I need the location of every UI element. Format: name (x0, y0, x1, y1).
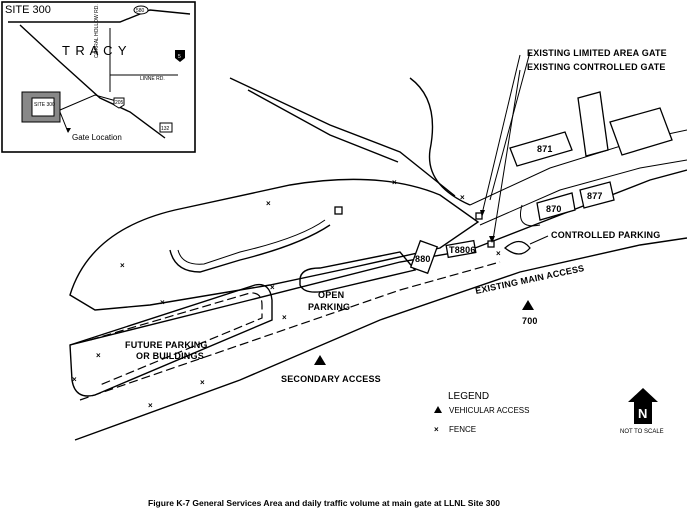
svg-text:870: 870 (546, 204, 562, 214)
svg-text:5: 5 (178, 54, 181, 60)
limited-gate-label: EXISTING LIMITED AREA GATE (527, 48, 667, 58)
controlled-gate-label: EXISTING CONTROLLED GATE (527, 62, 666, 72)
svg-text:SITE 300: SITE 300 (34, 102, 55, 108)
limited-area-gate-marker (475, 212, 483, 220)
linne-road-label: LINNE RD. (140, 76, 165, 82)
secondary-access-triangle (314, 355, 326, 365)
shield-580: 580 (133, 5, 149, 15)
site-300-block: SITE 300 (21, 91, 61, 123)
building-877: 877 (579, 181, 615, 209)
north-road (229, 77, 456, 197)
svg-text:205: 205 (115, 100, 124, 106)
future-parking-label-2: OR BUILDINGS (136, 351, 204, 361)
north-branch-road (409, 77, 471, 206)
building-T8806: T8806 (445, 239, 477, 259)
legend-vehicular: VEHICULAR ACCESS (449, 406, 529, 415)
svg-text:×: × (266, 199, 271, 208)
building-northeast-b (609, 107, 673, 156)
legend: LEGEND VEHICULAR ACCESS × FENCE (434, 391, 529, 434)
inset-site-label: SITE 300 (5, 4, 51, 16)
legend-title: LEGEND (448, 391, 489, 402)
svg-text:871: 871 (537, 144, 553, 154)
building-871: 871 (509, 131, 573, 167)
figure-caption: Figure K-7 General Services Area and dai… (148, 498, 500, 508)
svg-text:877: 877 (587, 191, 603, 201)
secondary-access-label: SECONDARY ACCESS (281, 374, 381, 384)
open-parking-label-2: PARKING (308, 302, 350, 312)
upper-field (69, 178, 480, 311)
not-to-scale: NOT TO SCALE (620, 429, 664, 435)
svg-text:×: × (460, 193, 465, 202)
traffic-island (503, 240, 531, 255)
svg-text:T8806: T8806 (449, 245, 476, 255)
fence-line-road (79, 261, 501, 401)
future-parking-block (69, 283, 273, 397)
gate-road (489, 51, 531, 201)
main-access-label: EXISTING MAIN ACCESS (474, 263, 585, 296)
main-road-south-edge (74, 237, 687, 441)
north-road-inner (247, 89, 399, 163)
open-parking-label-1: OPEN (318, 290, 344, 300)
svg-text:×: × (120, 261, 125, 270)
controlled-parking-label: CONTROLLED PARKING (551, 230, 660, 240)
inset-map: SITE 300 T R A C Y CORRAL HOLLOW RD. LIN… (1, 1, 196, 153)
shield-5: 5 (175, 50, 185, 62)
svg-text:×: × (160, 298, 165, 307)
east-road-lower (479, 159, 687, 226)
main-access-triangle (522, 300, 534, 310)
building-880: 880 (409, 239, 439, 275)
north-letter: N (638, 406, 647, 421)
svg-text:×: × (200, 378, 205, 387)
corral-road-label: CORRAL HOLLOW RD. (94, 4, 100, 58)
svg-text:×: × (496, 249, 501, 258)
svg-text:×: × (72, 375, 77, 384)
legend-fence-icon: × (434, 425, 439, 434)
small-structure (334, 206, 343, 215)
shield-132: 132 (159, 122, 173, 133)
svg-text:×: × (270, 283, 275, 292)
building-870: 870 (536, 192, 576, 221)
main-access-count: 700 (522, 316, 538, 326)
svg-text:132: 132 (161, 126, 170, 132)
gate-location-label: Gate Location (72, 133, 122, 142)
controlled-parking-pointer (529, 235, 549, 245)
inner-loop-road (169, 224, 331, 273)
open-parking-loop (299, 251, 417, 293)
controlled-gate-marker (487, 240, 495, 248)
svg-text:880: 880 (415, 254, 431, 264)
controlled-gate-pointer (492, 69, 521, 241)
fence-marks: × × × × × × × × × × × × (72, 178, 501, 410)
north-arrow: N NOT TO SCALE (620, 388, 664, 435)
building-northeast-a (577, 91, 609, 157)
svg-text:×: × (148, 401, 153, 410)
legend-fence: FENCE (449, 425, 476, 434)
tracy-label: T R A C Y (62, 43, 128, 58)
svg-text:×: × (96, 351, 101, 360)
limited-gate-pointer (481, 54, 521, 215)
legend-triangle-icon (434, 406, 442, 413)
future-parking-label-1: FUTURE PARKING (125, 340, 208, 350)
north-arrow-icon (628, 388, 658, 424)
shield-205: 205 (113, 97, 125, 109)
svg-text:×: × (282, 313, 287, 322)
svg-text:×: × (392, 178, 397, 187)
svg-text:580: 580 (136, 8, 145, 14)
